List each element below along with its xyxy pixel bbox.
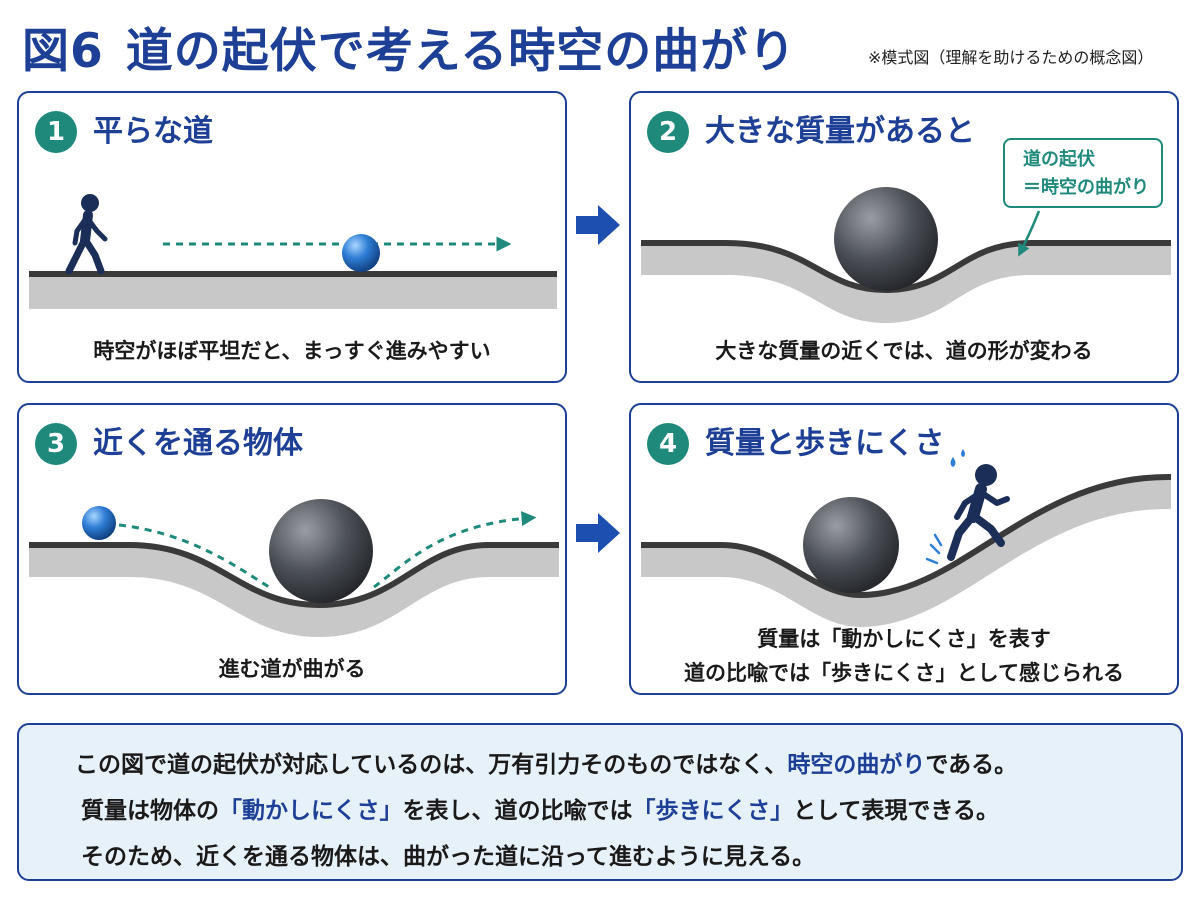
- panel-caption: 進む道が曲がる: [218, 657, 366, 681]
- panel-caption-line-2: 道の比喩では「歩きにくさ」として感じられる: [684, 661, 1124, 685]
- uphill-road: [641, 476, 1171, 627]
- panel-title: 平らな道: [93, 114, 213, 149]
- panel-caption: 大きな質量の近くでは、道の形が変わる: [715, 339, 1093, 363]
- running-person-icon: [947, 464, 1010, 561]
- figure-title: 道の起伏で考える時空の曲がり: [125, 24, 797, 79]
- road-surface: [29, 271, 557, 277]
- panel-caption: 時空がほぼ平坦だと、まっすぐ進みやすい: [93, 339, 491, 363]
- passing-ball: [82, 506, 116, 540]
- effort-marks-icon: [925, 533, 943, 565]
- walking-person-icon: [65, 194, 108, 275]
- callout-line-2: ＝時空の曲がり: [1023, 177, 1149, 198]
- summary-box: この図で道の起伏が対応しているのは、万有引力そのものではなく、時空の曲がりである…: [17, 723, 1183, 881]
- summary-text: として表現できる。: [793, 798, 999, 824]
- road-surface: [641, 473, 1172, 599]
- page-title: 図6 道の起伏で考える時空の曲がり: [22, 12, 796, 81]
- panel-title: 近くを通る物体: [93, 426, 303, 461]
- summary-highlight: 時空の曲がり: [787, 752, 926, 778]
- figure-label: 図6: [22, 24, 104, 79]
- summary-text: を表し、道の比喩では: [402, 798, 633, 824]
- summary-line-2: 質量は物体の「動かしにくさ」を表し、道の比喩では「歩きにくさ」として表現できる。: [81, 791, 999, 825]
- panel-title: 大きな質量があると: [705, 114, 975, 149]
- panel-nearby-object: 3 近くを通る物体 進む道が曲がる: [17, 403, 567, 695]
- panel-number-badge: 2: [647, 111, 689, 153]
- panel-number-badge: 3: [35, 423, 77, 465]
- panel-number-badge: 4: [647, 423, 689, 465]
- summary-line-3: そのため、近くを通る物体は、曲がった道に沿って進むように見える。: [81, 844, 816, 870]
- summary-highlight: 「動かしにくさ」: [219, 798, 403, 824]
- panel-large-mass: 2 大きな質量があると 道の起伏 ＝時空の曲がり 大きな質量の近くでは、道の形が…: [629, 91, 1179, 383]
- curved-road-scene: [641, 187, 1171, 323]
- callout-line-1: 道の起伏: [1023, 149, 1095, 170]
- summary-line-1: この図で道の起伏が対応しているのは、万有引力そのものではなく、時空の曲がりである…: [75, 745, 1017, 779]
- uphill-scene: [641, 449, 1172, 627]
- flat-road: [29, 273, 557, 309]
- large-mass-ball: [803, 497, 899, 593]
- panel-mass-difficulty: 4 質量と歩きにくさ 質量は「動かしにくさ」を表す 道の比喩では「歩きにくさ」と…: [629, 403, 1179, 695]
- schematic-note: ※模式図（理解を助けるための概念図）: [868, 48, 1154, 67]
- summary-highlight: 「歩きにくさ」: [632, 798, 794, 824]
- large-mass-ball: [269, 499, 373, 603]
- moving-ball: [342, 234, 380, 272]
- right-arrow-icon: [576, 205, 620, 245]
- deflected-path-scene: [29, 499, 559, 637]
- curved-road: [641, 243, 1171, 323]
- summary-text: 質量は物体の: [81, 798, 219, 824]
- panel-flat-road: 1 平らな道 時空がほぼ平坦だと、まっすぐ進みやすい: [17, 91, 567, 383]
- curved-road: [29, 545, 559, 637]
- right-arrow-icon: [576, 513, 620, 553]
- panel-title: 質量と歩きにくさ: [705, 426, 945, 461]
- curved-path-arrow: [118, 518, 529, 589]
- callout-pointer-arrow: [1018, 210, 1041, 257]
- flat-road-scene: [29, 194, 557, 309]
- large-mass-ball: [834, 187, 938, 291]
- summary-text: この図で道の起伏が対応しているのは、万有引力そのものではなく、: [75, 752, 788, 778]
- summary-text: である。: [925, 752, 1018, 778]
- sweat-drops-icon: [950, 449, 965, 467]
- road-surface: [29, 542, 559, 609]
- panel-number-badge: 1: [35, 111, 77, 153]
- road-undulation-callout: 道の起伏 ＝時空の曲がり: [1003, 138, 1163, 208]
- panel-caption-line-1: 質量は「動かしにくさ」を表す: [757, 627, 1051, 651]
